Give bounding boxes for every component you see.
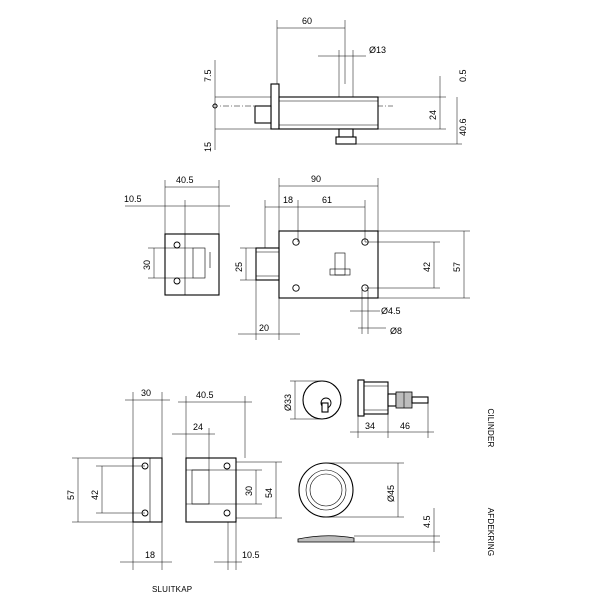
- dim-top-total: 40.6: [458, 118, 468, 136]
- sluitkap-caption: SLUITKAP: [152, 585, 192, 594]
- dim-lock-height: 57: [452, 262, 462, 272]
- dim-screw-hole: Ø4.5: [381, 306, 401, 316]
- dim-plate-bottom: 18: [145, 550, 155, 560]
- dim-plate-width: 30: [141, 388, 151, 398]
- dim-lock-width: 90: [311, 174, 321, 184]
- dim-keeper-offset: 10.5: [124, 194, 142, 204]
- cilinder-side-flange: [357, 379, 365, 417]
- dim-box-slot: 30: [244, 486, 254, 496]
- dim-top-hole: Ø13: [369, 45, 386, 55]
- dim-plate-holes: 42: [90, 490, 100, 500]
- top-view-cylinder-stub: [338, 128, 354, 138]
- dim-afdekring-thickness: 4.5: [422, 515, 432, 528]
- cilinder-side-body: [363, 381, 389, 415]
- front-view-keeper-box: [184, 233, 220, 296]
- dim-keeper-height: 30: [142, 260, 152, 270]
- dim-plate-height: 57: [66, 490, 76, 500]
- afdekring-outer-ring: [298, 462, 354, 518]
- dim-box-inner: 24: [193, 422, 203, 432]
- dim-cylinder-hole: Ø8: [390, 326, 402, 336]
- top-view-mount-plate: [270, 83, 280, 130]
- afdekring-view: Ø45 4.5 AFDEKRING: [297, 462, 495, 556]
- dim-afdekring-diameter: Ø45: [386, 485, 396, 502]
- afdekring-inner-ring: [309, 473, 343, 507]
- dim-lock-inner: 18: [283, 195, 293, 205]
- top-view-bolt: [254, 105, 272, 124]
- cilinder-view: Ø33 34 46 CILINDER: [283, 379, 495, 448]
- top-view-lock-body: [278, 96, 379, 130]
- dim-lock-span: 61: [322, 195, 332, 205]
- top-view: 60 Ø13 7.5 15 0.5 24 40.6: [203, 16, 468, 152]
- dim-box-width: 40.5: [196, 390, 214, 400]
- sluitkap-view: 30 40.5 24 57 42 30 54 18: [66, 388, 282, 594]
- dim-cilinder-length: 46: [400, 421, 410, 431]
- dim-box-bottom: 10.5: [242, 550, 260, 560]
- dim-top-left-upper: 7.5: [203, 69, 213, 82]
- dim-keeper-width: 40.5: [176, 175, 194, 185]
- sluitkap-box-screw: [223, 462, 231, 470]
- dim-top-right-offset: 0.5: [458, 69, 468, 82]
- front-view: 40.5 10.5 30 90 18 61 25 42 57: [124, 174, 470, 340]
- afdekring-side-profile: [297, 535, 355, 543]
- front-view-lock-screw: [292, 238, 300, 246]
- front-view-keeper-screw: [173, 277, 181, 285]
- front-view-keeper-screw: [173, 241, 181, 249]
- dim-top-height: 24: [428, 110, 438, 120]
- dim-bolt-height: 25: [234, 262, 244, 272]
- dim-lock-hole-span: 42: [422, 262, 432, 272]
- dim-top-left-lower: 15: [203, 142, 213, 152]
- front-view-lock-screw: [292, 284, 300, 292]
- dim-bolt-length: 20: [259, 323, 269, 333]
- afdekring-mid-ring: [305, 469, 347, 511]
- dim-cilinder-diameter: Ø33: [283, 394, 293, 411]
- afdekring-caption: AFDEKRING: [486, 508, 495, 556]
- front-view-keeper: [164, 233, 220, 296]
- cilinder-side-shaft: [411, 396, 429, 404]
- sluitkap-box-screw: [223, 509, 231, 517]
- dim-box-height: 54: [264, 488, 274, 498]
- cilinder-caption: CILINDER: [486, 409, 495, 448]
- cilinder-side-cam: [387, 393, 397, 407]
- dim-cilinder-body: 34: [365, 421, 375, 431]
- front-view-keeper-slot: [192, 247, 206, 279]
- top-view-cylinder-nut: [335, 136, 357, 145]
- front-view-bolt: [255, 247, 280, 281]
- dim-top-width: 60: [302, 16, 312, 26]
